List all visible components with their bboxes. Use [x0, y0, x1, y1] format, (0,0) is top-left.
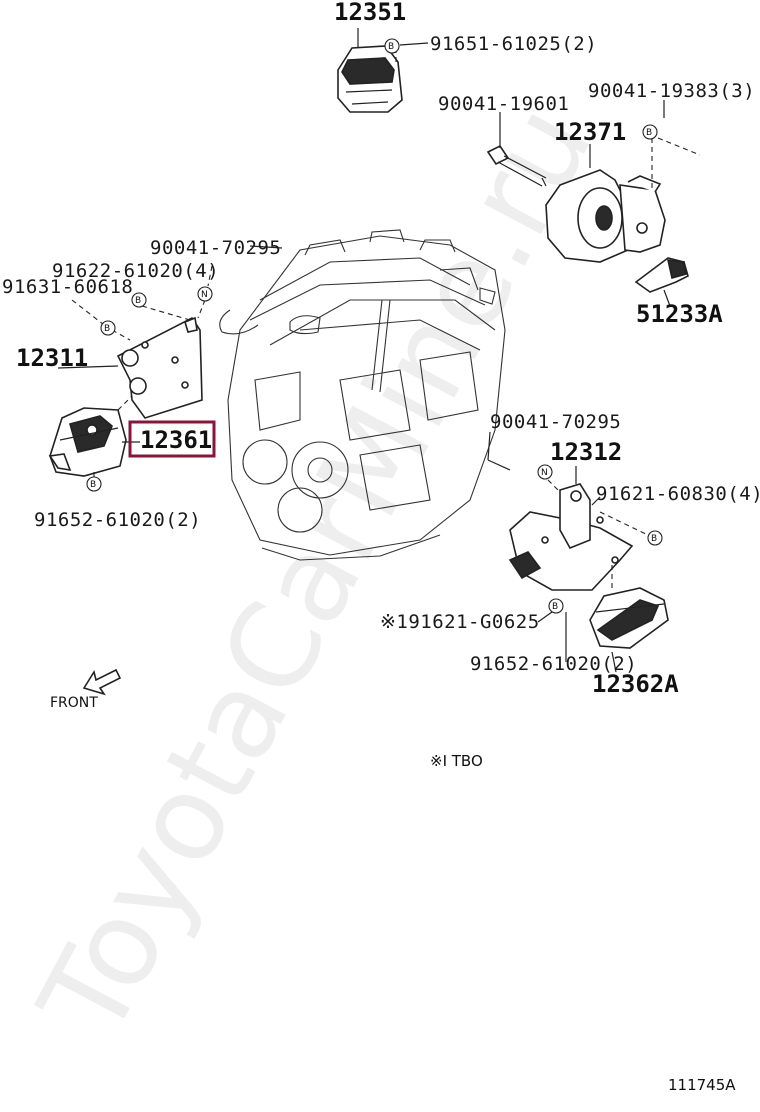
part-12311[interactable]	[116, 316, 203, 419]
label-12311[interactable]: 12311	[16, 344, 88, 372]
label-90041-19383[interactable]: 90041-19383(3)	[588, 80, 755, 102]
svg-text:B: B	[90, 480, 96, 490]
part-12361[interactable]	[48, 407, 127, 477]
highlight-box-12361	[128, 420, 216, 458]
label-91652-61020-right[interactable]: 91652-61020(2)	[470, 653, 637, 675]
part-51233A[interactable]	[634, 257, 689, 293]
diagram-id: 111745A	[668, 1076, 736, 1094]
label-91652-61020-left[interactable]: 91652-61020(2)	[34, 509, 201, 531]
part-12362A[interactable]	[589, 587, 669, 649]
mark-b-91652a: B	[86, 476, 102, 492]
svg-text:N: N	[201, 290, 208, 300]
mark-b-91631: B	[100, 320, 116, 336]
label-90041-19601[interactable]: 90041-19601	[438, 93, 569, 115]
svg-text:N: N	[541, 468, 548, 478]
label-12361[interactable]: 12361	[140, 426, 212, 454]
label-12351[interactable]: 12351	[334, 0, 406, 26]
part-12371[interactable]	[545, 169, 666, 263]
label-90041-70295-left[interactable]: 90041-70295	[150, 237, 281, 259]
mark-n-90041-70295b: N	[537, 464, 553, 480]
label-91621-60830[interactable]: 91621-60830(4)	[596, 483, 760, 505]
engine-illustration	[219, 229, 506, 561]
label-12312[interactable]: 12312	[550, 438, 622, 466]
mark-b-91621-G0625: B	[548, 598, 564, 614]
mark-b-91621-60830: B	[647, 530, 663, 546]
front-arrow-icon	[82, 668, 122, 696]
label-51233A[interactable]: 51233A	[636, 300, 723, 328]
front-label: FRONT	[50, 695, 98, 711]
bolt-90041-19601[interactable]	[486, 144, 547, 187]
mark-n-90041-70295a: N	[197, 286, 213, 302]
label-91631-60618[interactable]: 91631-60618	[2, 276, 133, 298]
footnote-tbo: ※I TBO	[430, 752, 483, 770]
label-12362A[interactable]: 12362A	[592, 670, 679, 698]
label-90041-70295-right[interactable]: 90041-70295	[490, 411, 621, 433]
svg-text:B: B	[646, 128, 652, 138]
mark-b-91651: B	[384, 38, 400, 54]
label-91651-61025[interactable]: 91651-61025(2)	[430, 33, 597, 55]
part-12351[interactable]	[337, 45, 403, 113]
svg-text:B: B	[388, 42, 394, 52]
svg-text:B: B	[651, 534, 657, 544]
svg-text:B: B	[552, 602, 558, 612]
mark-b-91622: B	[131, 292, 147, 308]
label-91621-G0625[interactable]: ※191621-G0625	[380, 611, 540, 633]
svg-text:B: B	[135, 296, 141, 306]
label-12371[interactable]: 12371	[554, 118, 626, 146]
label-91622-61020[interactable]: 91622-61020(4)	[52, 260, 219, 282]
svg-text:B: B	[104, 324, 110, 334]
mark-b-90041-19383: B	[642, 124, 658, 140]
part-12312[interactable]	[508, 483, 634, 591]
